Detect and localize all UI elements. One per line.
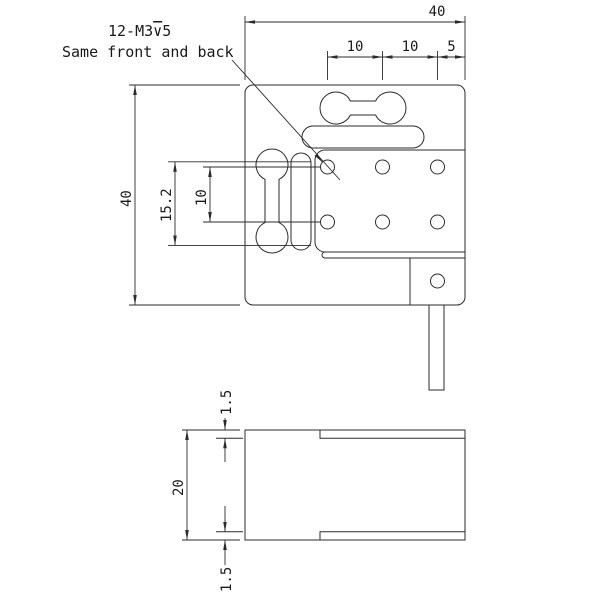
dim-bottom-plate-label: 1.5 [219,567,235,592]
dim-row-span-label: 15.2 [159,188,175,222]
thread-spec: 12-M3 [108,22,153,40]
dim-top-plate-label: 1.5 [219,390,235,415]
depth-symbol-icon: ∨ [153,22,162,40]
screw-hole [430,214,445,230]
dim-col-2-label: 10 [402,39,419,55]
flexure-slot-vertical [290,152,312,251]
bottom-saw-slot [321,251,465,259]
screw-hole [375,159,390,175]
side-view [244,429,466,541]
dim-left-height-label: 40 [119,190,135,207]
flexure-dogbone-top [319,91,407,125]
cable-block-hole [430,273,445,289]
side-bottom-plate-seam [319,531,465,540]
screw-hole [375,214,390,230]
annotation-note: Same front and back [62,43,234,61]
screw-hole [320,214,335,230]
dim-top-width-label: 40 [429,4,446,20]
front-view [244,84,466,391]
flexure-dogbone-left [255,148,289,254]
dim-col-1-label: 10 [347,39,364,55]
annotation-callout: 12-M3∨5 [108,22,171,40]
flexure-slot-horizontal [301,125,425,149]
cable [428,305,445,391]
dimension-labels: 40 10 10 5 40 15.2 10 20 1.5 1.5 12-M3∨5… [62,4,456,592]
dim-side-height-label: 20 [171,479,187,496]
screw-hole [320,159,335,175]
side-body-outline [244,429,466,541]
body-outline [244,84,466,306]
screw-hole [430,159,445,175]
depth-value: 5 [162,22,171,40]
leader-arrow [314,153,323,163]
side-top-plate-seam [319,430,465,439]
dimension-lines [129,16,466,565]
dim-row-pitch-label: 10 [194,189,210,206]
inner-plate-outline [314,149,465,253]
dim-col-3-label: 5 [447,39,455,55]
